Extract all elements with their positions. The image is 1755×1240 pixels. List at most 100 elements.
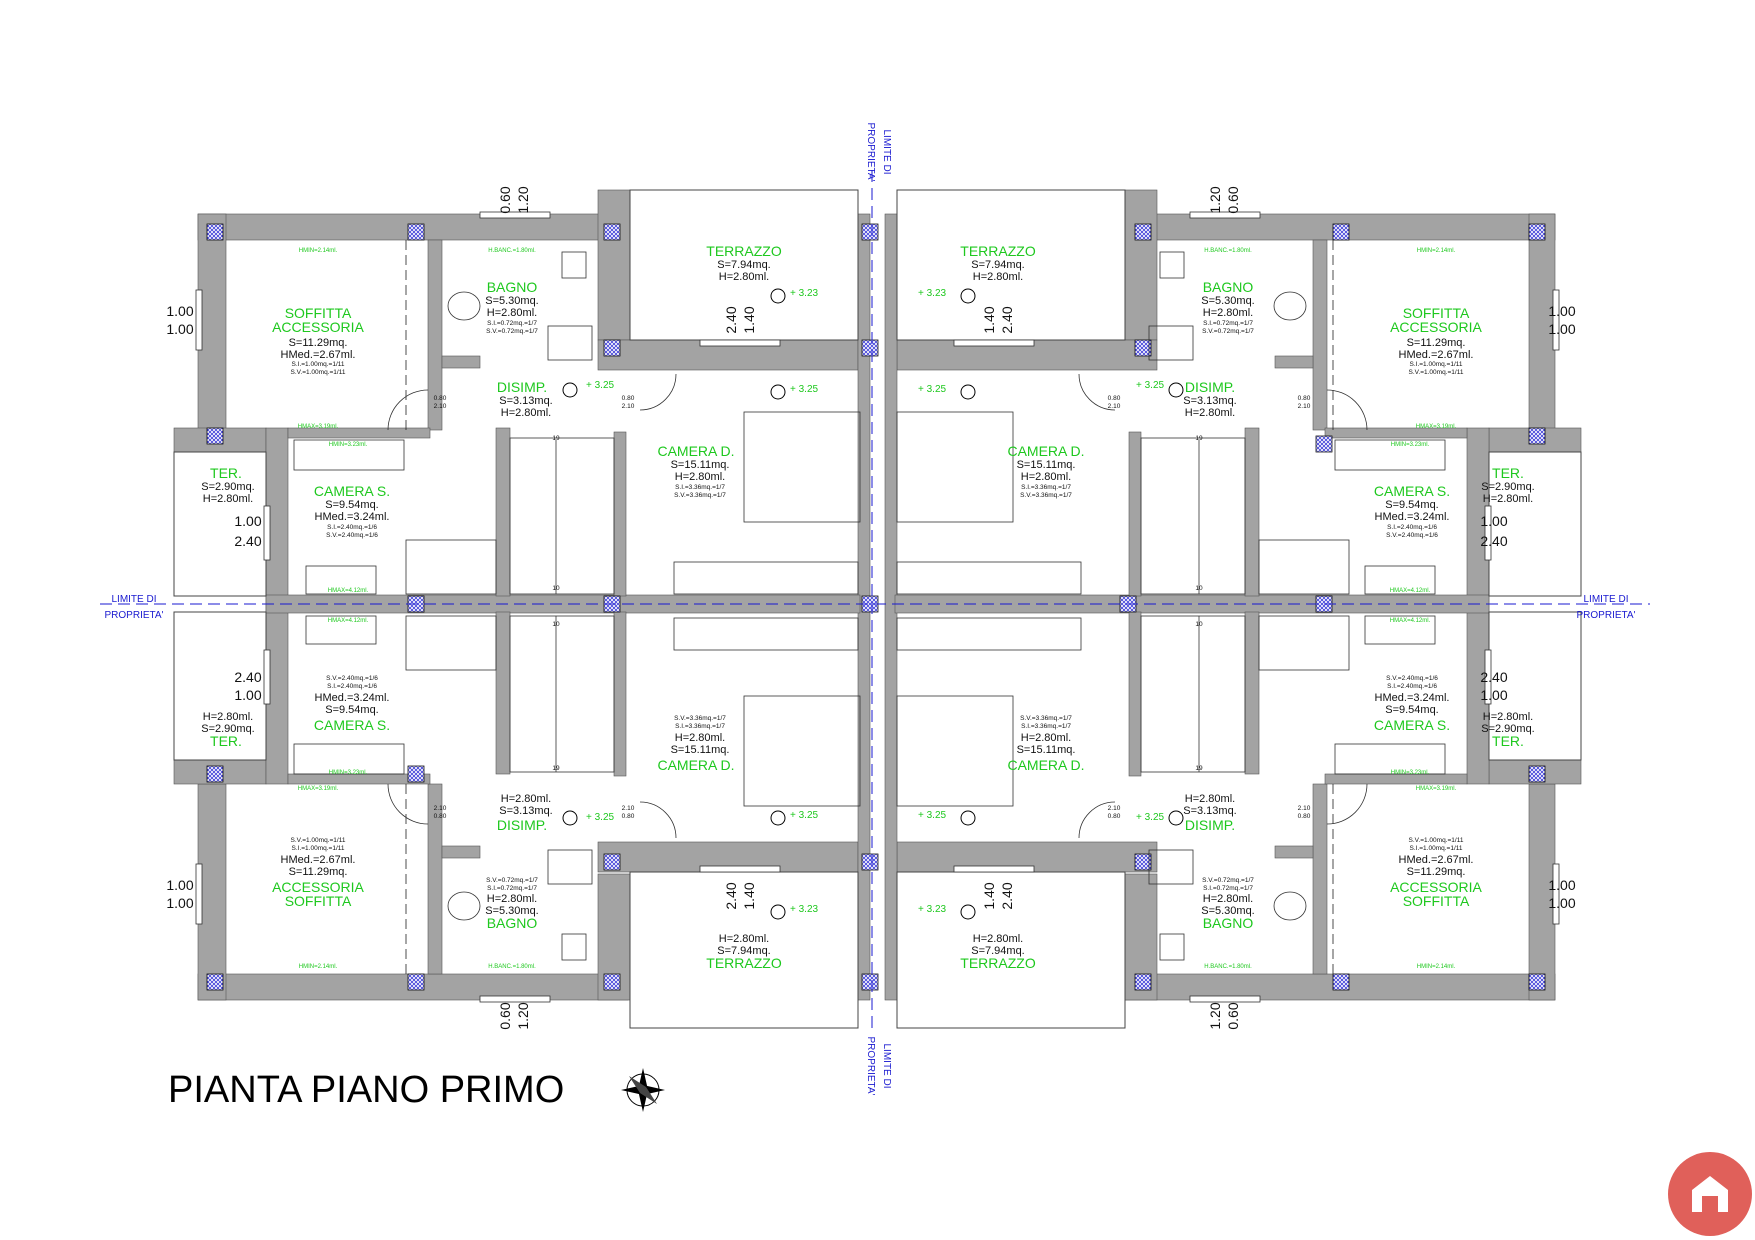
- limite-label: PROPRIETA': [1577, 610, 1636, 621]
- window-dim: 1.40: [981, 306, 997, 333]
- room-area: S=9.54mq.: [325, 704, 379, 716]
- room-height: H=2.80ml.: [501, 407, 551, 419]
- room-illum: S.I.=2.40mq.=1/6: [1387, 524, 1437, 531]
- room-camera-s-bottom-right: HMAX=4.12ml. S.V.=2.40mq.=1/6 S.I.=2.40m…: [1374, 618, 1450, 776]
- window-dim: 1.00: [166, 303, 193, 319]
- room-name: SOFFITTA: [285, 305, 352, 321]
- room-name: CAMERA D.: [1007, 443, 1084, 459]
- room-height: HMed.=3.24ml.: [1375, 692, 1450, 704]
- limite-label: PROPRIETA': [865, 123, 876, 182]
- door-dims: 0.80 2.10 0.80 2.10 0.80 2.10 0.80 2.10 …: [434, 395, 1311, 820]
- room-area: S=3.13mq.: [499, 805, 553, 817]
- room-name: BAGNO: [487, 915, 538, 931]
- room-disimp-bottom-left: H=2.80ml. S=3.13mq. DISIMP. + 3.25: [497, 793, 615, 833]
- room-area: S=3.13mq.: [1183, 395, 1237, 407]
- door-dim: 0.80: [434, 395, 447, 402]
- room-illum: S.I.=1.00mq.=1/11: [1410, 361, 1463, 368]
- room-hmin: HMIN=3.23ml.: [329, 770, 368, 776]
- room-height: HMed.=3.24ml.: [1375, 511, 1450, 523]
- room-illum: S.I.=3.36mq.=1/7: [1021, 484, 1071, 491]
- room-area: S=15.11mq.: [671, 744, 730, 756]
- room-height: H=2.80ml.: [487, 307, 537, 319]
- room-height: H=2.80ml.: [1185, 407, 1235, 419]
- room-vent: S.V.=1.00mq.=1/11: [1409, 369, 1464, 376]
- room-vent: S.V.=2.40mq.=1/6: [326, 532, 378, 539]
- room-illum: S.I.=3.36mq.=1/7: [675, 484, 725, 491]
- plan-title: PIANTA PIANO PRIMO: [168, 1069, 564, 1111]
- compass-rose-icon: [621, 1068, 665, 1112]
- room-bagno-bottom-left: S.V.=0.72mq.=1/7 S.I.=0.72mq.=1/7 H=2.80…: [485, 877, 539, 970]
- room-ter-top-right: TER. S=2.90mq. H=2.80ml. 1.00 2.40: [1480, 465, 1534, 549]
- room-area: S=9.54mq.: [1385, 704, 1439, 716]
- window-dim: 2.40: [723, 882, 739, 909]
- level-mark: + 3.25: [1136, 380, 1165, 391]
- room-hbanc: H.BANC.=1.80ml.: [1204, 248, 1252, 254]
- room-vent: S.V.=0.72mq.=1/7: [1202, 328, 1254, 335]
- level-mark: + 3.25: [790, 810, 819, 821]
- room-area: S=11.29mq.: [1407, 866, 1466, 878]
- door-dim: 0.80: [434, 813, 447, 820]
- stair-step-number: 19: [552, 765, 560, 772]
- level-markers: [562, 288, 1184, 920]
- room-height: H=2.80ml.: [675, 471, 725, 483]
- room-name: DISIMP.: [497, 379, 547, 395]
- room-area: S=5.30mq.: [485, 295, 539, 307]
- room-soffitta-top-left: SOFFITTA ACCESSORIA S=11.29mq. HMed.=2.6…: [272, 248, 364, 430]
- room-illum: S.I.=0.72mq.=1/7: [487, 320, 537, 327]
- room-hmax: HMAX=4.12ml.: [1390, 618, 1431, 624]
- window-dim: 0.60: [1225, 186, 1241, 213]
- window-dim: 1.20: [515, 1002, 531, 1029]
- room-name: ACCESSORIA: [1390, 319, 1482, 335]
- room-vent: S.V.=2.40mq.=1/6: [1386, 532, 1438, 539]
- level-mark: + 3.25: [918, 810, 947, 821]
- door-dim: 0.80: [1298, 395, 1311, 402]
- limite-label: LIMITE DI: [881, 129, 892, 174]
- room-disimp-top-left: DISIMP. S=3.13mq. H=2.80ml. + 3.25: [497, 379, 615, 419]
- room-height: H=2.80ml.: [1203, 307, 1253, 319]
- room-camera-d-top-left: CAMERA D. S=15.11mq. H=2.80ml. S.I.=3.36…: [657, 384, 818, 499]
- limite-label: LIMITE DI: [1583, 594, 1628, 605]
- door-dim: 2.10: [1108, 805, 1121, 812]
- room-hmax: HMAX=4.12ml.: [1390, 588, 1431, 594]
- door-dim: 0.80: [1108, 395, 1121, 402]
- room-name: TERRAZZO: [960, 955, 1036, 971]
- room-hbanc: H.BANC.=1.80ml.: [488, 964, 536, 970]
- room-camera-s-bottom-left: HMAX=4.12ml. S.V.=2.40mq.=1/6 S.I.=2.40m…: [314, 618, 390, 776]
- room-hmax: HMAX=3.19ml.: [1416, 786, 1457, 792]
- room-disimp-bottom-right: H=2.80ml. S=3.13mq. DISIMP. + 3.25: [1136, 793, 1237, 833]
- room-vent: S.V.=1.00mq.=1/11: [291, 837, 346, 844]
- room-name: DISIMP.: [1185, 379, 1235, 395]
- window-dim: 1.00: [1480, 687, 1507, 703]
- room-name: CAMERA S.: [314, 717, 390, 733]
- room-area: S=7.94mq.: [971, 945, 1025, 957]
- room-height: H=2.80ml.: [675, 732, 725, 744]
- room-name: DISIMP.: [497, 817, 547, 833]
- room-height: H=2.80ml.: [719, 271, 769, 283]
- furniture: [293, 251, 1446, 961]
- room-illum: S.I.=2.40mq.=1/6: [327, 524, 377, 531]
- room-height: H=2.80ml.: [487, 893, 537, 905]
- room-area: S=7.94mq.: [971, 259, 1025, 271]
- room-hmax: HMAX=3.19ml.: [1416, 424, 1457, 430]
- room-area: S=15.11mq.: [1017, 744, 1076, 756]
- room-name: SOFFITTA: [285, 893, 352, 909]
- room-illum: S.I.=1.00mq.=1/11: [292, 361, 345, 368]
- room-height: HMed.=2.67ml.: [281, 854, 356, 866]
- room-vent: S.V.=3.36mq.=1/7: [674, 715, 726, 722]
- window-dim: 1.40: [981, 882, 997, 909]
- window-dim: 0.60: [1225, 1002, 1241, 1029]
- room-name: CAMERA D.: [1007, 757, 1084, 773]
- room-hmin: HMIN=3.23ml.: [1391, 770, 1430, 776]
- dashed-eaves: [405, 240, 1334, 974]
- door-dim: 2.10: [1298, 403, 1311, 410]
- room-height: H=2.80ml.: [501, 793, 551, 805]
- room-bagno-top-right: H.BANC.=1.80ml. BAGNO S=5.30mq. H=2.80ml…: [1201, 248, 1255, 335]
- room-camera-s-top-left: HMIN=3.23ml. CAMERA S. S=9.54mq. HMed.=3…: [314, 442, 390, 594]
- room-name: ACCESSORIA: [1390, 879, 1482, 895]
- room-illum: S.I.=3.36mq.=1/7: [1021, 723, 1071, 730]
- room-area: S=2.90mq.: [201, 481, 255, 493]
- window-dim: 1.40: [741, 306, 757, 333]
- room-vent: S.V.=1.00mq.=1/11: [291, 369, 346, 376]
- room-terrazzo-bottom-left: + 3.23 H=2.80ml. S=7.94mq. TERRAZZO: [706, 904, 818, 971]
- stair-step-number: 10: [1195, 585, 1203, 592]
